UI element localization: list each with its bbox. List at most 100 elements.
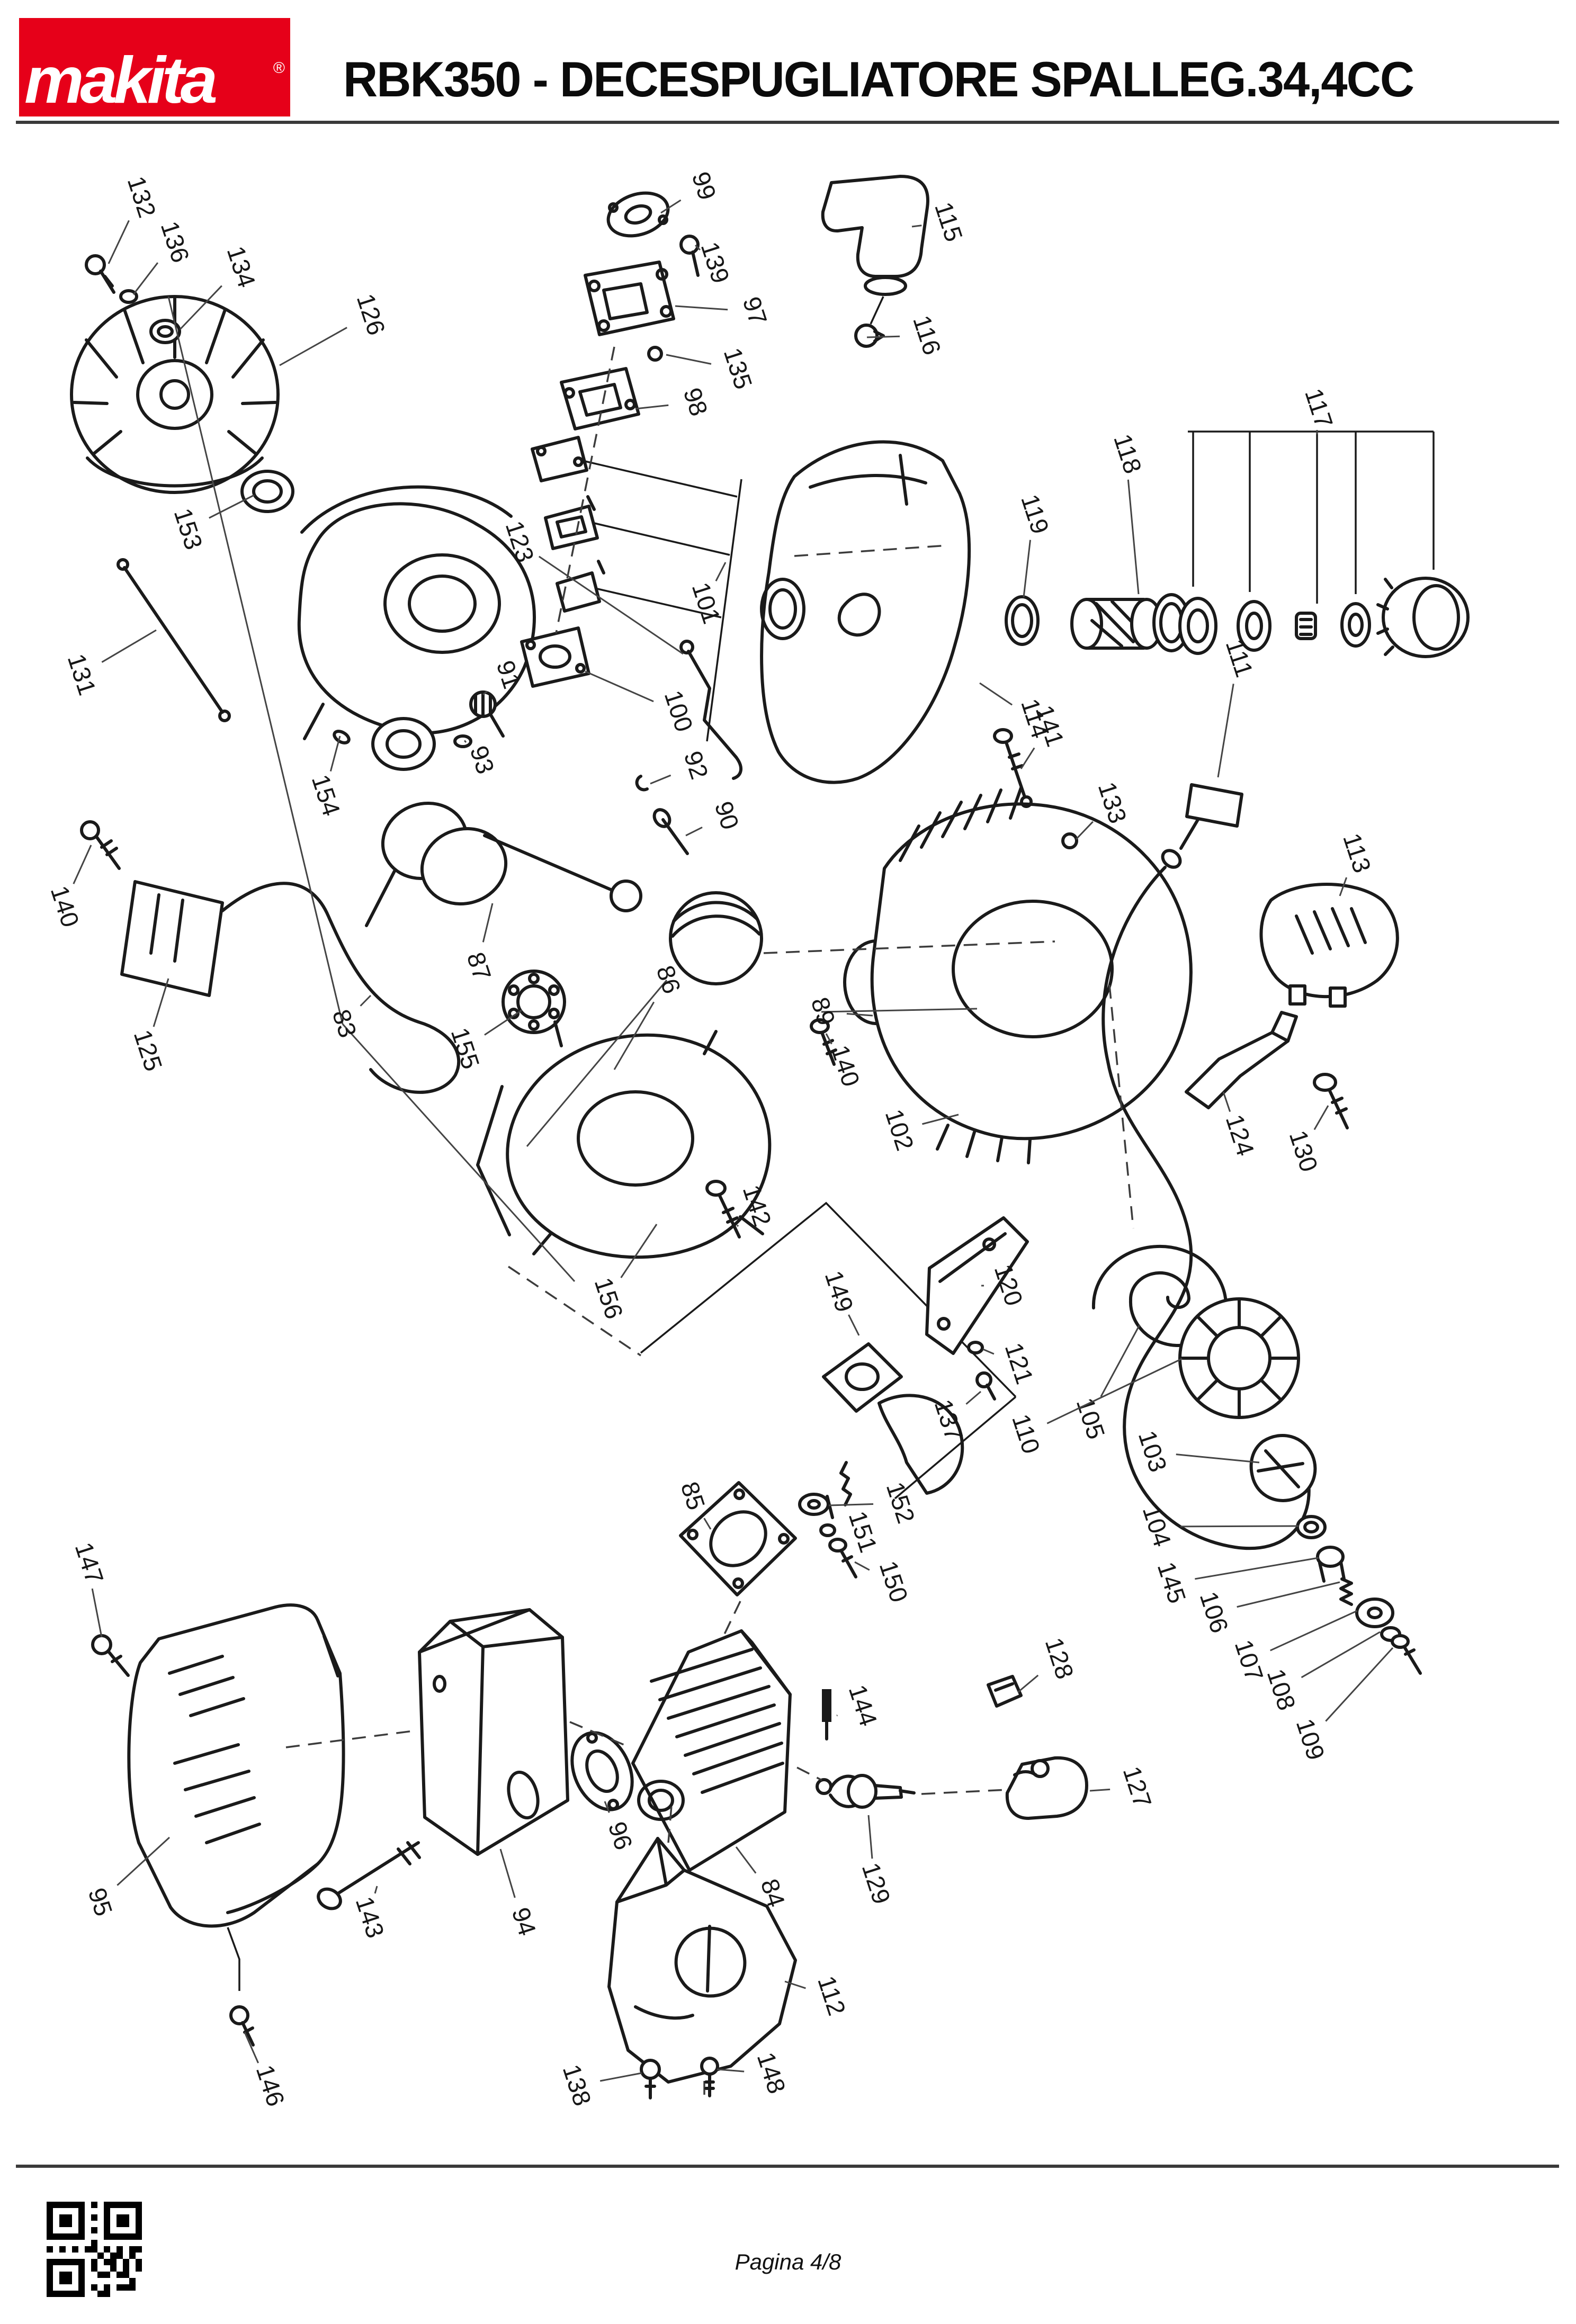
part-label-115: 115 xyxy=(929,199,969,245)
bolt-143-sketch xyxy=(317,1841,421,1910)
leader-line xyxy=(821,1008,978,1013)
leader-line-119 xyxy=(1023,540,1031,598)
leader-line-152 xyxy=(828,1503,874,1506)
part-label-83: 83 xyxy=(327,1006,363,1041)
part-label-146: 146 xyxy=(251,2061,291,2110)
adjust-rod-sketch xyxy=(117,558,231,722)
part-label-101: 101 xyxy=(687,579,727,627)
leader-line-128 xyxy=(1017,1674,1039,1693)
guide-plate-120-sketch xyxy=(925,1216,1029,1401)
flywheel-bolt-washers-sketch xyxy=(85,254,181,344)
leader-line-147 xyxy=(91,1588,103,1638)
starter-grip-sketch xyxy=(1161,783,1243,869)
leader-line-104 xyxy=(1180,1525,1299,1528)
part-label-150: 150 xyxy=(874,1557,914,1605)
part-label-93: 93 xyxy=(465,742,500,777)
part-label-151: 151 xyxy=(844,1508,883,1556)
leader-line-98 xyxy=(635,404,669,410)
leader-line-130 xyxy=(1313,1105,1329,1130)
leader-line-83 xyxy=(360,994,372,1007)
part-label-98: 98 xyxy=(678,384,714,419)
leader-line-110 xyxy=(1046,1358,1183,1424)
leader-line xyxy=(167,296,344,1025)
part-label-120: 120 xyxy=(989,1261,1029,1309)
leader-line xyxy=(342,1023,576,1282)
starter-housing-sketch xyxy=(870,786,1193,1164)
part-label-138: 138 xyxy=(558,2061,597,2109)
leader-line-84 xyxy=(735,1846,757,1874)
air-box-sketch xyxy=(760,440,971,784)
bolt-140b-sketch xyxy=(810,1018,837,1066)
part-label-149: 149 xyxy=(820,1267,859,1315)
leader-line-92 xyxy=(650,774,671,785)
muffler-sketch xyxy=(418,1608,569,1856)
part-label-117: 117 xyxy=(1300,385,1339,432)
part-label-144: 144 xyxy=(844,1681,883,1729)
part-label-104: 104 xyxy=(1138,1502,1177,1550)
leader-line-123 xyxy=(538,555,684,655)
part-label-142: 142 xyxy=(738,1181,777,1230)
part-label-140: 140 xyxy=(826,1042,866,1090)
part-label-131: 131 xyxy=(62,650,102,698)
leader-line-146 xyxy=(244,2032,259,2063)
carburetor-sketch xyxy=(560,191,700,430)
part-label-154: 154 xyxy=(307,771,346,819)
leader-line-137 xyxy=(965,1390,981,1405)
leader-line-118 xyxy=(1127,479,1140,595)
leader-line-112 xyxy=(784,1980,806,1989)
screw-130-sketch xyxy=(1313,1073,1349,1129)
bolt-142-sketch xyxy=(705,1180,741,1239)
pin-141-sketch xyxy=(993,728,1033,808)
leader-line-86 xyxy=(613,1001,655,1070)
part-label-130: 130 xyxy=(1284,1127,1324,1175)
leader-line-109 xyxy=(1325,1647,1394,1722)
part-label-90: 90 xyxy=(710,798,745,833)
exhaust-gasket-sketch xyxy=(570,1731,634,1811)
part-label-143: 143 xyxy=(351,1893,390,1941)
registered-trademark-icon: ® xyxy=(273,59,285,77)
part-label-127: 127 xyxy=(1118,1763,1158,1811)
leader-line-124 xyxy=(1222,1091,1231,1112)
part-label-97: 97 xyxy=(738,293,773,328)
leader-line-125 xyxy=(153,978,169,1027)
leader-line xyxy=(526,980,668,1147)
leader-line-134 xyxy=(179,285,222,330)
starter-rope-sketch xyxy=(1102,866,1311,1550)
part-label-102: 102 xyxy=(880,1106,920,1154)
leader-line-150 xyxy=(854,1561,870,1571)
spark-plug-sketch xyxy=(816,1774,916,1809)
leader-line-87 xyxy=(482,903,494,943)
part-label-106: 106 xyxy=(1195,1588,1234,1636)
washer-151-152-bolt-150-sketch xyxy=(798,1493,857,1578)
part-label-113: 113 xyxy=(1338,830,1377,876)
leader-line-99 xyxy=(660,199,682,214)
leader-line-115 xyxy=(911,225,922,228)
air-filter-row-sketch xyxy=(1005,430,1470,658)
leader-line-96 xyxy=(604,1801,610,1813)
part-label-112: 112 xyxy=(812,1972,852,2019)
part-label-134: 134 xyxy=(222,243,262,291)
part-label-139: 139 xyxy=(696,238,736,286)
part-label-125: 125 xyxy=(129,1026,168,1074)
flywheel-sketch xyxy=(70,295,280,494)
leader-line-94 xyxy=(499,1849,516,1898)
pawl-set-sketch xyxy=(1249,1433,1422,1675)
part-label-132: 132 xyxy=(122,173,162,221)
leader-line-138 xyxy=(599,2072,642,2082)
woodruff-key-sketch xyxy=(333,730,351,744)
bolt-140-left-sketch xyxy=(80,820,121,870)
starter-pulley-sketch xyxy=(1178,1297,1300,1419)
part-label-155: 155 xyxy=(446,1024,486,1072)
part-label-92: 92 xyxy=(679,748,714,783)
part-label-87: 87 xyxy=(462,949,497,984)
leader-line-139 xyxy=(694,244,701,251)
leader-line-135 xyxy=(666,354,712,365)
bolt-147-sketch xyxy=(91,1634,130,1677)
oil-seal-sketch xyxy=(240,470,294,513)
part-label-126: 126 xyxy=(352,290,391,338)
leader-line-101 xyxy=(715,562,727,581)
part-label-121: 121 xyxy=(1000,1339,1040,1387)
leader-line-145 xyxy=(1195,1557,1319,1580)
part-label-140: 140 xyxy=(46,882,85,930)
leader-line-89 xyxy=(846,1012,873,1017)
